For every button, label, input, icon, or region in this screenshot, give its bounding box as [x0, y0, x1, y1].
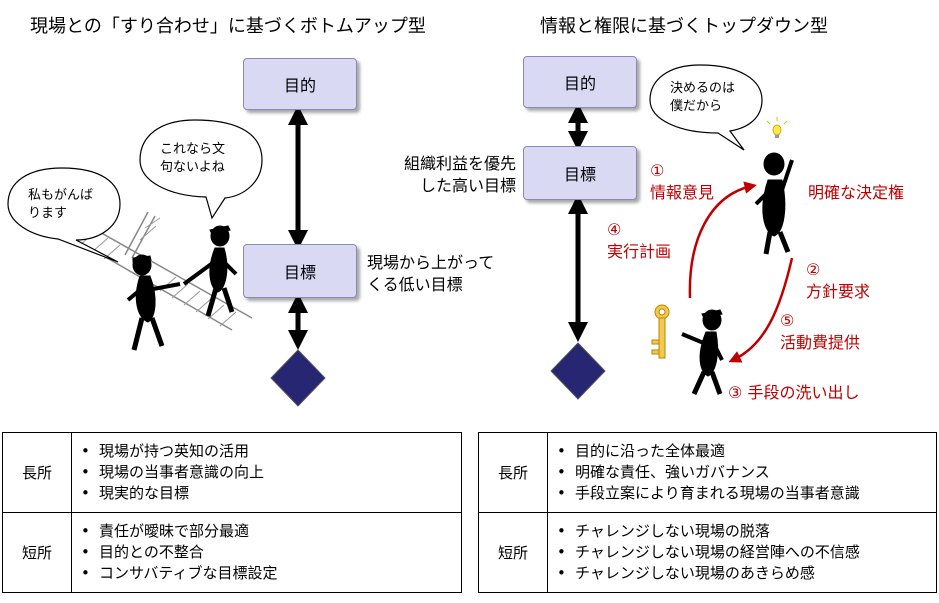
- step-1: ① 情報意見: [650, 160, 714, 204]
- right-target-box: 目標: [523, 146, 637, 200]
- right-cons-cell: チャレンジしない現場の脱落 チャレンジしない現場の経営陣への不信感 チャレンジし…: [547, 512, 937, 593]
- right-purpose-box: 目的: [523, 56, 637, 108]
- list-item: 現場が持つ英知の活用: [81, 441, 460, 462]
- right-target-note-line2: した高い目標: [419, 176, 516, 195]
- right-cons-header: 短所: [478, 512, 548, 593]
- step-3: ③ 手段の洗い出し: [728, 382, 859, 404]
- right-purpose-label: 目的: [563, 74, 596, 93]
- figure-worker: [681, 309, 724, 396]
- bubble-a-shape: [139, 119, 263, 220]
- bubble-b-text: 私もがんば ります: [28, 187, 93, 223]
- table-row: 短所 責任が曖昧で部分最適 目的との不整合 コンサバティブな目標設定: [2, 512, 462, 593]
- table-row: 長所 現場が持つ英知の活用 現場の当事者意識の向上 現実的な目標: [2, 432, 462, 513]
- left-pros-cons-table: 長所 現場が持つ英知の活用 現場の当事者意識の向上 現実的な目標 短所 責任が曖…: [2, 432, 462, 593]
- left-heading: 現場との「すり合わせ」に基づくボトムアップ型: [30, 16, 426, 37]
- step-5: ⑤ 活動費提供: [780, 310, 860, 354]
- table-row: 長所 目的に沿った全体最適 明確な責任、強いガバナンス 手段立案により育まれる現…: [478, 432, 937, 513]
- step-5-num: ⑤: [780, 311, 795, 330]
- left-pros-header: 長所: [2, 432, 72, 513]
- left-target-label: 目標: [283, 263, 316, 282]
- step-3-num: ③: [728, 383, 743, 402]
- left-target-box: 目標: [243, 244, 357, 298]
- bubble-b-line2: ります: [28, 206, 68, 221]
- right-pros-header: 長所: [478, 432, 548, 513]
- bubble-right-line1: 決めるのは: [670, 81, 736, 96]
- bubble-right-shape: [649, 64, 763, 151]
- bubble-b-line1: 私もがんば: [28, 188, 94, 203]
- figure-left-b: [182, 225, 238, 317]
- left-target-note-line1: 現場から上がって: [367, 253, 495, 272]
- step-2-text: 方針要求: [806, 282, 871, 301]
- red-arrow-down: [728, 257, 794, 363]
- figure-left-a: [126, 254, 181, 351]
- left-purpose-box: 目的: [243, 58, 357, 110]
- list-item: チャレンジしない現場のあきらめ感: [557, 563, 935, 584]
- right-target-note-line1: 組織利益を優先: [403, 154, 516, 173]
- authority-label: 明確な決定権: [808, 183, 905, 202]
- step-1-text: 情報意見: [650, 183, 715, 202]
- right-target-note: 組織利益を優先 した高い目標: [380, 153, 516, 197]
- step-2: ② 方針要求: [806, 259, 870, 303]
- bubble-right-text: 決めるのは 僕だから: [670, 80, 735, 116]
- list-item: 目的に沿った全体最適: [557, 441, 935, 462]
- step-2-num: ②: [806, 260, 821, 279]
- step-5-text: 活動費提供: [780, 333, 861, 352]
- list-item: チャレンジしない現場の経営陣への不信感: [557, 542, 935, 563]
- figure-decision-maker: [754, 152, 794, 255]
- red-arrow-up: [688, 181, 757, 299]
- left-diamond: [270, 349, 326, 407]
- list-item: 手段立案により育まれる現場の当事者意識: [557, 483, 935, 504]
- list-item: コンサバティブな目標設定: [81, 563, 460, 584]
- right-pros-cell: 目的に沿った全体最適 明確な責任、強いガバナンス 手段立案により育まれる現場の当…: [547, 432, 937, 513]
- list-item: チャレンジしない現場の脱落: [557, 521, 935, 542]
- bubble-a-line2: 句ないよね: [160, 160, 225, 175]
- left-target-note-line2: くる低い目標: [367, 275, 463, 294]
- step-4-num: ④: [607, 220, 622, 239]
- bubble-a-text: これなら文 句ないよね: [160, 141, 225, 177]
- step-4: ④ 実行計画: [607, 219, 671, 263]
- left-purpose-label: 目的: [283, 76, 316, 95]
- bubble-right-line2: 僕だから: [670, 99, 723, 114]
- left-target-note: 現場から上がって くる低い目標: [367, 252, 494, 296]
- step-3-text: 手段の洗い出し: [747, 383, 860, 402]
- list-item: 目的との不整合: [81, 542, 460, 563]
- bubble-b-shape: [7, 167, 121, 263]
- left-pros-cell: 現場が持つ英知の活用 現場の当事者意識の向上 現実的な目標: [71, 432, 462, 513]
- step-1-num: ①: [650, 161, 665, 180]
- table-row: 短所 チャレンジしない現場の脱落 チャレンジしない現場の経営陣への不信感 チャレ…: [478, 512, 937, 593]
- list-item: 責任が曖昧で部分最適: [81, 521, 460, 542]
- list-item: 現場の当事者意識の向上: [81, 462, 460, 483]
- right-diamond: [550, 342, 606, 400]
- right-heading: 情報と権限に基づくトップダウン型: [540, 16, 828, 37]
- list-item: 現実的な目標: [81, 483, 460, 504]
- right-pros-cons-table: 長所 目的に沿った全体最適 明確な責任、強いガバナンス 手段立案により育まれる現…: [478, 432, 937, 593]
- lightbulb-icon: [766, 117, 788, 138]
- left-cons-header: 短所: [2, 512, 72, 593]
- list-item: 明確な責任、強いガバナンス: [557, 462, 935, 483]
- step-4-text: 実行計画: [607, 242, 672, 261]
- bubble-a-line1: これなら文: [160, 142, 226, 157]
- right-target-label: 目標: [563, 165, 596, 184]
- key-icon: [651, 304, 670, 359]
- left-cons-cell: 責任が曖昧で部分最適 目的との不整合 コンサバティブな目標設定: [71, 512, 462, 593]
